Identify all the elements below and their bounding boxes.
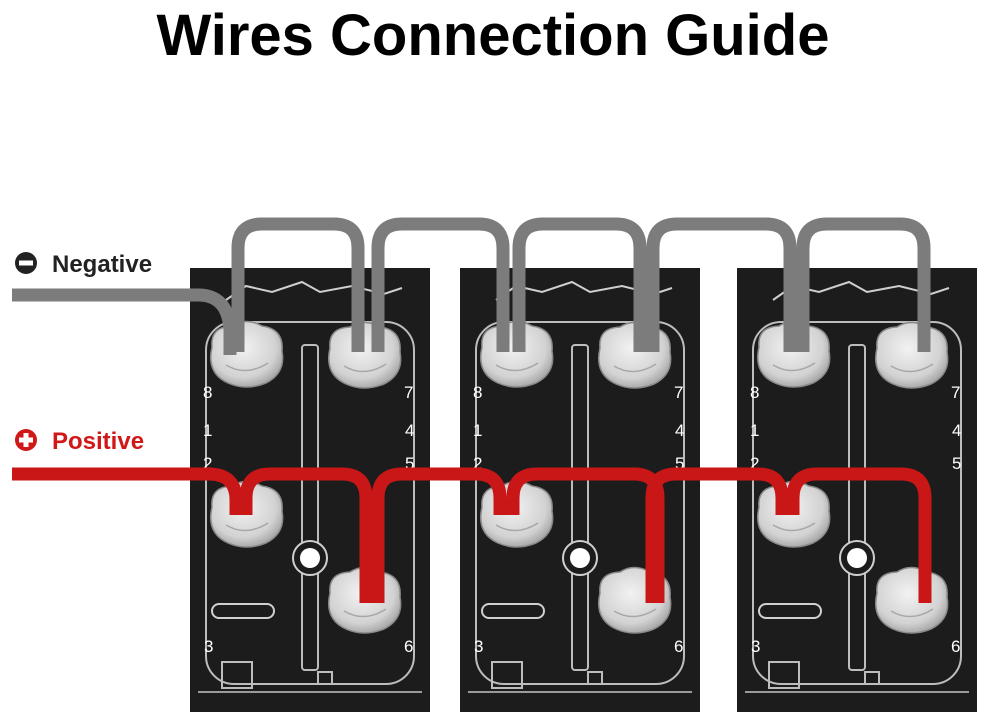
pin-label-7: 7 [951, 383, 960, 402]
positive-jumper-wire [786, 467, 932, 603]
pin-label-3: 3 [204, 637, 213, 656]
bottom-notch [587, 671, 603, 685]
pin-label-1: 1 [750, 421, 759, 440]
bottom-tab [491, 661, 523, 689]
pin-label-8: 8 [750, 383, 759, 402]
negative-jumper-wire [646, 217, 797, 352]
pin-label-1: 1 [203, 421, 212, 440]
terminal-crease [772, 362, 816, 372]
bottom-notch [317, 671, 333, 685]
terminal-crease [890, 363, 934, 373]
switch-housing [475, 321, 685, 685]
pin-label-3: 3 [474, 637, 483, 656]
switch-housing [205, 321, 415, 685]
positive-jumper-wire [645, 467, 789, 603]
pin-label-6: 6 [404, 637, 413, 656]
pin-label-4: 4 [952, 421, 961, 440]
pin-label-2: 2 [750, 454, 759, 473]
pivot-hole [847, 548, 867, 568]
mount-slot [481, 603, 545, 619]
pin-label-3: 3 [751, 637, 760, 656]
wires-layer [12, 217, 932, 603]
pin-label-6: 6 [674, 637, 683, 656]
page-title: Wires Connection Guide [156, 3, 830, 68]
terminal-crease [495, 522, 539, 532]
negative-jumper-wire [231, 217, 365, 352]
minus-sign [19, 260, 33, 266]
pin-label-4: 4 [405, 421, 414, 440]
pin-label-7: 7 [404, 383, 413, 402]
terminal-crease [613, 363, 657, 373]
bottom-tab [768, 661, 800, 689]
pin-label-5: 5 [675, 454, 684, 473]
legend-negative: Negative [15, 251, 152, 278]
legend-positive-label: Positive [52, 428, 144, 455]
mount-slot [758, 603, 822, 619]
switch-housing [752, 321, 962, 685]
negative-input-wire [12, 288, 237, 355]
negative-jumper-wire [796, 217, 931, 352]
negative-jumper-wire [371, 217, 510, 352]
positive-jumper-wire [239, 467, 373, 603]
pin-label-1: 1 [473, 421, 482, 440]
switches-layer: 8 1 2 3 7 4 5 6 8 1 2 3 7 4 5 6 8 1 2 3 7 4 5 6 [190, 268, 977, 712]
terminal-crease [343, 608, 387, 618]
pin-label-5: 5 [952, 454, 961, 473]
pin-label-7: 7 [674, 383, 683, 402]
pivot-hole [570, 548, 590, 568]
terminal-7 [875, 321, 949, 389]
terminal-7 [328, 321, 402, 389]
terminal-crease [495, 362, 539, 372]
terminal-crease [225, 362, 269, 372]
negative-jumper-wire [512, 217, 647, 352]
terminal-crease [343, 363, 387, 373]
legend-positive: Positive [15, 428, 144, 455]
pivot-hole [300, 548, 320, 568]
center-rail [571, 344, 589, 671]
mount-slot [211, 603, 275, 619]
pin-label-4: 4 [675, 421, 684, 440]
terminal-6 [875, 566, 949, 634]
center-rail [301, 344, 319, 671]
pin-label-8: 8 [473, 383, 482, 402]
terminal-crease [225, 522, 269, 532]
pin-label-2: 2 [203, 454, 212, 473]
pin-label-8: 8 [203, 383, 212, 402]
rocker-switch: 8 1 2 3 7 4 5 6 [737, 268, 977, 712]
pin-label-2: 2 [473, 454, 482, 473]
plus-sign-v [23, 433, 29, 447]
bottom-notch [864, 671, 880, 685]
positive-jumper-wire [371, 467, 507, 603]
pin-label-6: 6 [951, 637, 960, 656]
terminal-crease [613, 608, 657, 618]
center-rail [848, 344, 866, 671]
terminal-8 [757, 320, 831, 388]
pin-label-5: 5 [405, 454, 414, 473]
terminal-8 [210, 320, 284, 388]
bottom-tab [221, 661, 253, 689]
positive-input-wire [12, 467, 243, 515]
legend-negative-label: Negative [52, 251, 152, 278]
terminal-crease [772, 522, 816, 532]
terminal-crease [890, 608, 934, 618]
